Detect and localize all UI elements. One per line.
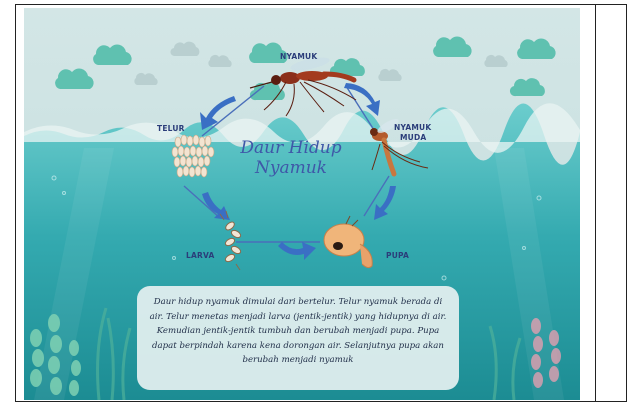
label-young-mosquito: NYAMUK MUDA xyxy=(394,123,431,143)
label-adult-mosquito: NYAMUK xyxy=(280,52,317,61)
table-divider xyxy=(595,4,596,402)
label-larva: LARVA xyxy=(186,251,214,260)
diagram-title: Daur Hidup Nyamuk xyxy=(226,138,356,178)
label-young-mosquito-line-1: NYAMUK xyxy=(394,123,431,133)
label-young-mosquito-line-2: MUDA xyxy=(394,133,431,143)
description-box: Daur hidup nyamuk dimulai dari bertelur.… xyxy=(137,286,459,390)
diagram-title-line-1: Daur Hidup xyxy=(226,138,356,158)
diagram-title-line-2: Nyamuk xyxy=(226,158,356,178)
life-cycle-illustration: Daur Hidup Nyamuk NYAMUK NYAMUK MUDA TEL… xyxy=(24,8,580,400)
label-egg: TELUR xyxy=(157,124,185,133)
label-pupa: PUPA xyxy=(386,251,409,260)
